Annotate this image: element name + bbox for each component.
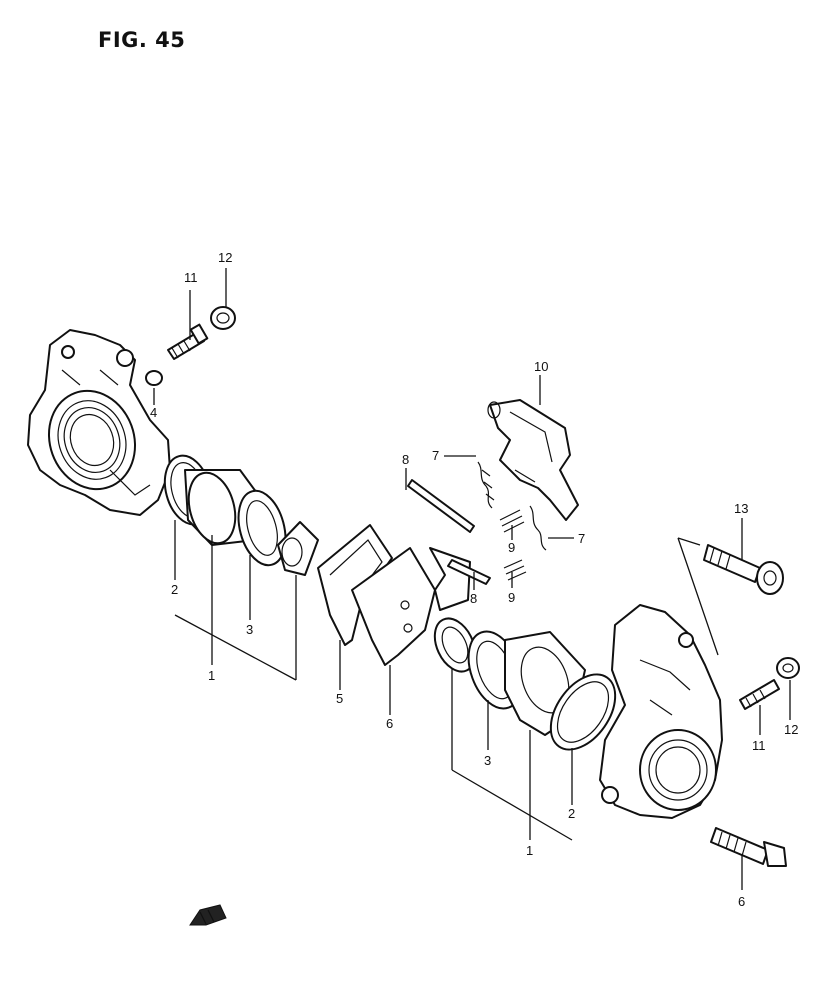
cap-12-upper <box>210 306 236 330</box>
callout-5: 5 <box>336 691 343 706</box>
right-seal-small <box>433 617 477 673</box>
callout-12-right: 12 <box>784 722 798 737</box>
callout-2-right: 2 <box>568 806 575 821</box>
cap-12-right <box>776 657 800 679</box>
left-piston-cup <box>277 521 319 576</box>
callout-3-left: 3 <box>246 622 253 637</box>
callout-8-lower: 8 <box>470 591 477 606</box>
pad-spring-plate-10 <box>487 399 579 521</box>
callout-6-bolt: 6 <box>738 894 745 909</box>
callout-11-upper: 11 <box>184 270 198 285</box>
callout-1-right: 1 <box>526 843 533 858</box>
figure-title: FIG. 45 <box>98 28 186 52</box>
pad-pin-8-upper <box>407 479 475 533</box>
callout-6-pad: 6 <box>386 716 393 731</box>
callout-11-right: 11 <box>752 738 766 753</box>
left-piston-seal <box>237 489 287 567</box>
spring-9-upper <box>499 509 525 533</box>
spring-7-lower <box>529 505 547 551</box>
brake-pad-5 <box>317 524 393 646</box>
leader-lines <box>153 268 791 890</box>
bolt-11-right <box>739 679 780 710</box>
pad-pin-8-lower <box>447 559 491 585</box>
spring-7-upper <box>477 461 495 509</box>
bolt-11-upper <box>167 323 209 360</box>
front-direction-arrow-icon <box>189 904 227 926</box>
callout-labels: 11 12 4 10 8 7 7 9 9 8 13 2 3 1 5 6 3 2 … <box>150 250 798 909</box>
nut-4 <box>145 370 163 386</box>
left-caliper-body <box>27 329 171 516</box>
callout-3-right: 3 <box>484 753 491 768</box>
brake-pad-6 <box>351 547 471 666</box>
callout-7-upper: 7 <box>432 448 439 463</box>
callout-13: 13 <box>734 501 748 516</box>
bolt-13 <box>703 544 784 595</box>
callout-7-lower: 7 <box>578 531 585 546</box>
bolt-6 <box>710 827 787 867</box>
callout-9-upper: 9 <box>508 540 515 555</box>
callout-10: 10 <box>534 359 548 374</box>
callout-9-lower: 9 <box>508 590 515 605</box>
callout-4: 4 <box>150 405 157 420</box>
callout-12-upper: 12 <box>218 250 232 265</box>
spring-9-lower <box>503 559 527 581</box>
right-caliper-body <box>599 604 723 819</box>
callout-2-left: 2 <box>171 582 178 597</box>
right-outer-ring <box>549 673 617 751</box>
callout-8-upper: 8 <box>402 452 409 467</box>
callout-1-left: 1 <box>208 668 215 683</box>
